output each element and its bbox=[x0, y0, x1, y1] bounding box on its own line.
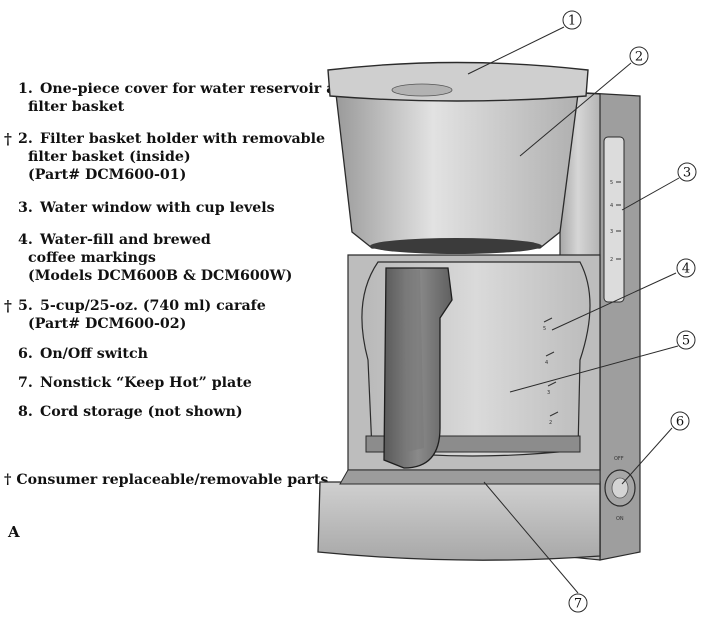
cover-knob bbox=[392, 84, 452, 96]
filter-basket-holder bbox=[336, 94, 578, 248]
switch-rocker bbox=[612, 478, 628, 498]
carafe-tick-label: 4 bbox=[545, 360, 548, 366]
callout-number: 2 bbox=[635, 50, 643, 65]
callout-number: 5 bbox=[682, 334, 690, 349]
base bbox=[318, 482, 600, 560]
window-tick-label: 2 bbox=[610, 257, 613, 263]
window-tick-label: 3 bbox=[610, 229, 613, 235]
window-tick-label: 4 bbox=[610, 203, 613, 209]
callout-1: 1 bbox=[563, 11, 581, 29]
callout-4: 4 bbox=[677, 259, 695, 277]
callout-number: 7 bbox=[574, 597, 582, 612]
carafe-tick-label: 3 bbox=[547, 390, 550, 396]
callout-number: 3 bbox=[683, 166, 691, 181]
brew-opening bbox=[370, 238, 542, 254]
carafe-tick-label: 2 bbox=[549, 420, 552, 426]
keep-hot-plate bbox=[340, 470, 600, 484]
callout-3: 3 bbox=[678, 163, 696, 181]
carafe-tick-label: 5 bbox=[543, 326, 546, 332]
switch-off-label: OFF bbox=[614, 456, 624, 462]
switch-on-label: ON bbox=[616, 516, 624, 522]
callout-number: 6 bbox=[676, 415, 684, 430]
callout-7: 7 bbox=[569, 594, 587, 612]
callout-number: 4 bbox=[682, 262, 690, 277]
window-tick-label: 5 bbox=[610, 180, 613, 186]
water-window bbox=[604, 137, 624, 302]
callout-5: 5 bbox=[677, 331, 695, 349]
reservoir-cover bbox=[328, 63, 588, 102]
callout-number: 1 bbox=[568, 14, 576, 29]
callout-6: 6 bbox=[671, 412, 689, 430]
callout-2: 2 bbox=[630, 47, 648, 65]
